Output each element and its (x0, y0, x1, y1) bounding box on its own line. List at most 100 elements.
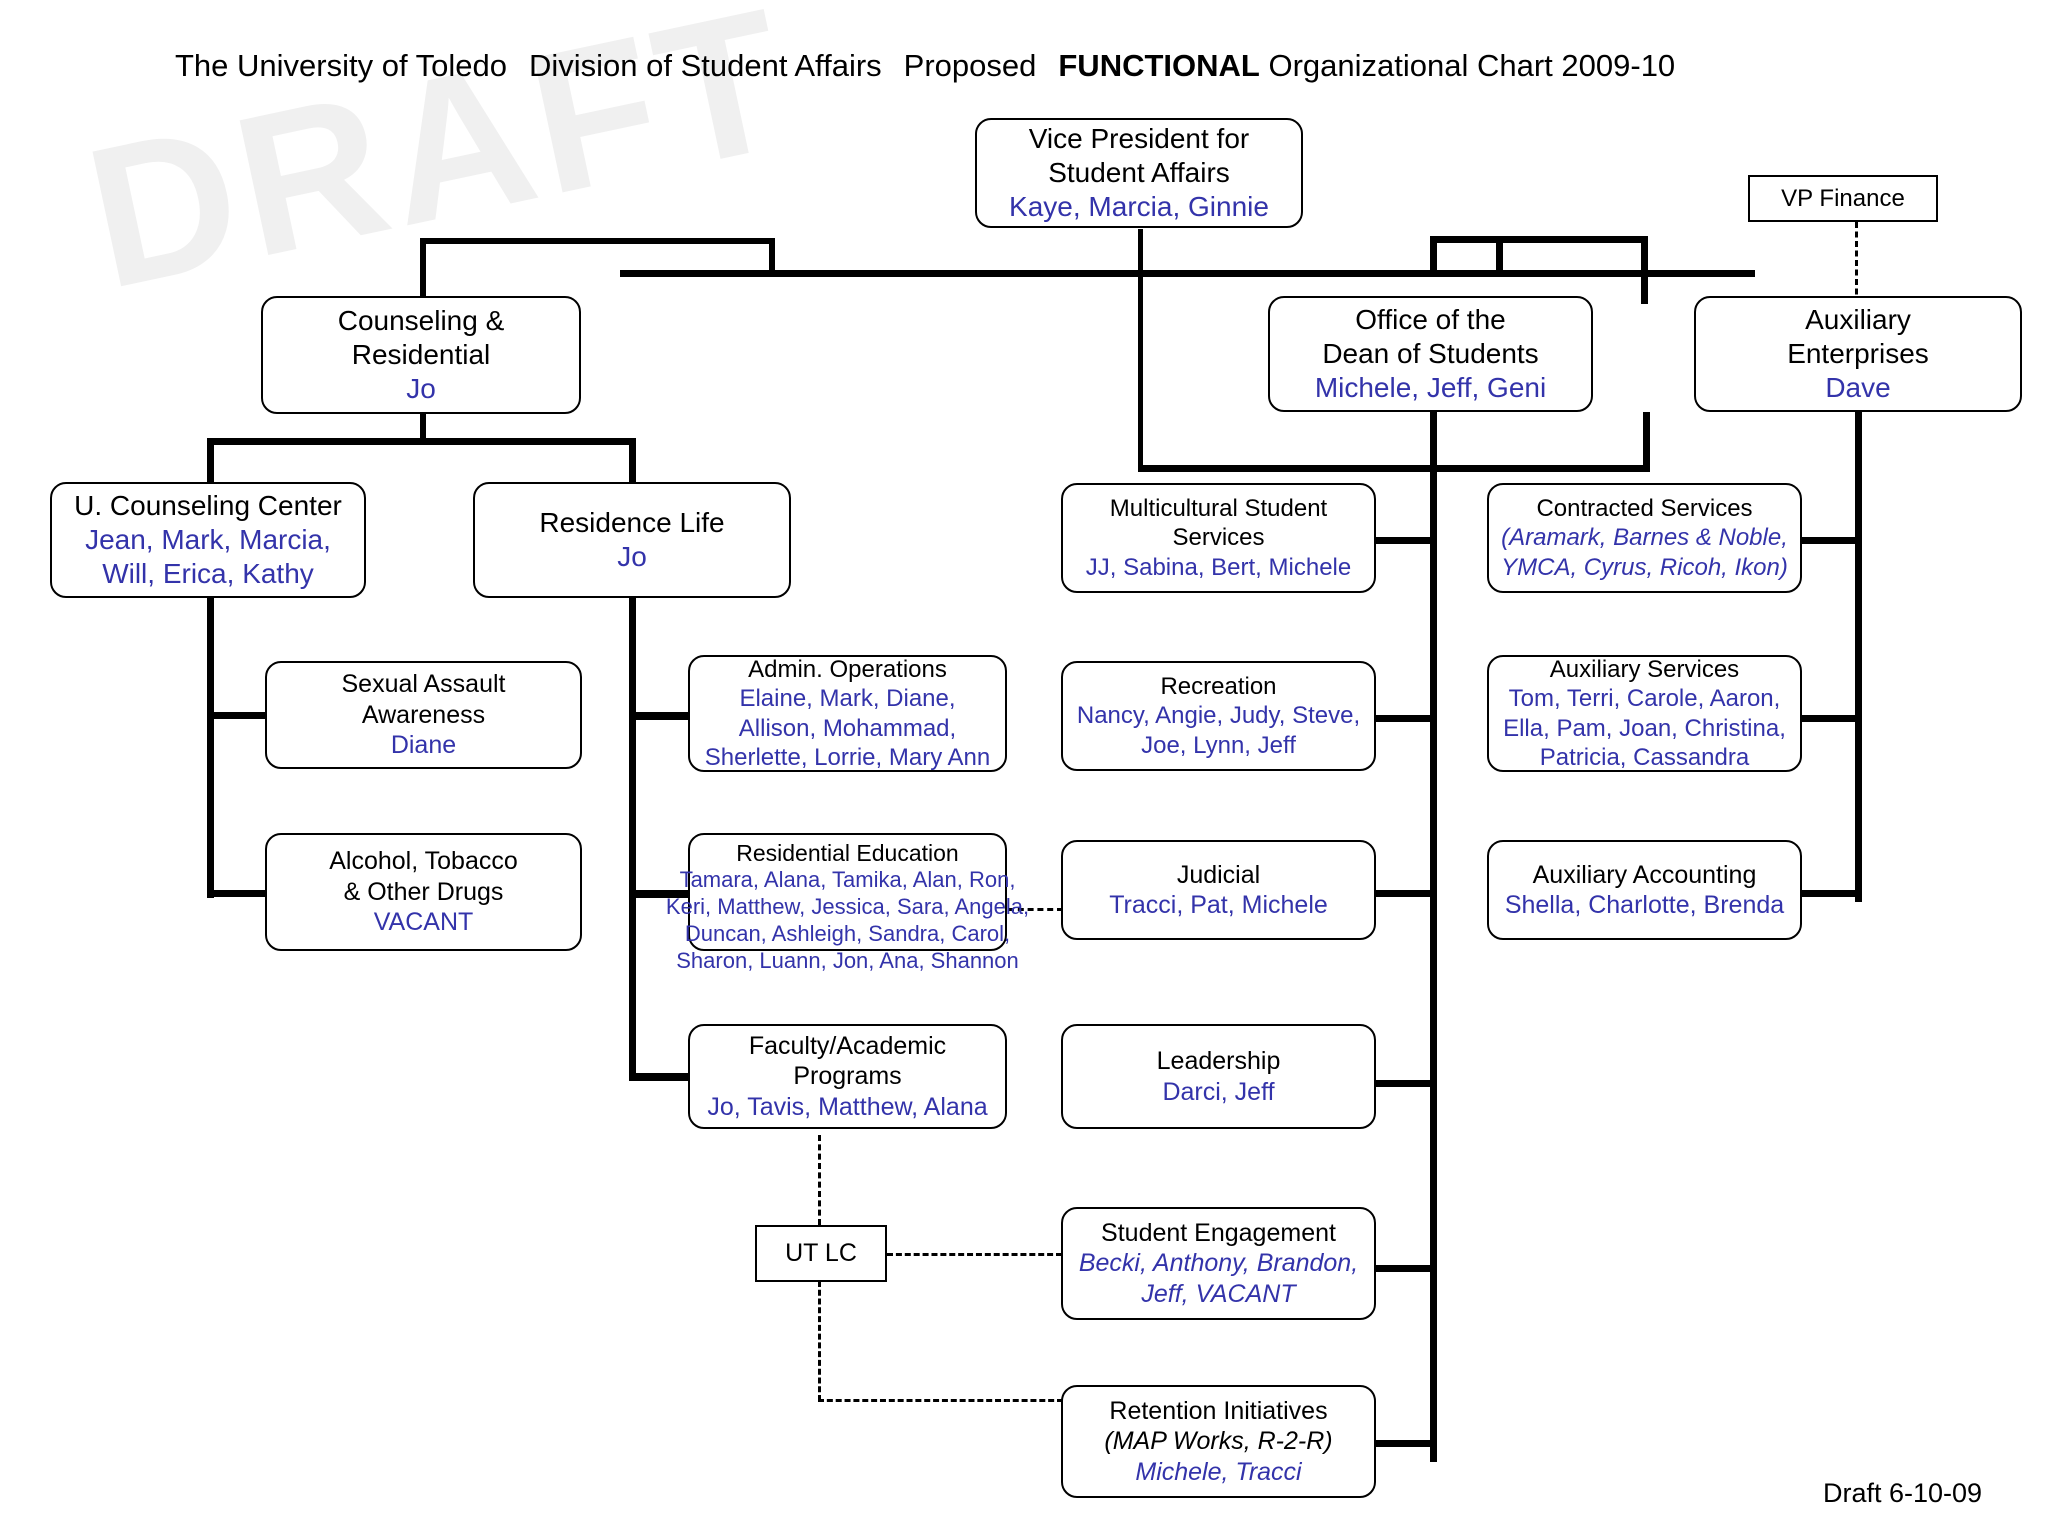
node-judicial[interactable]: Judicial Tracci, Pat, Michele (1061, 840, 1376, 940)
node-auxiliary-accounting[interactable]: Auxiliary Accounting Shella, Charlotte, … (1487, 840, 1802, 940)
node-people-line1: Tom, Terri, Carole, Aaron, (1508, 685, 1781, 713)
node-title-line2: Enterprises (1787, 337, 1929, 369)
node-title-line1: Admin. Operations (748, 655, 947, 683)
node-title-line2: Services (1172, 524, 1265, 552)
node-people: VACANT (373, 908, 474, 937)
connector-right-top-horizontal (1430, 236, 1648, 243)
connector-dean-to-engagement (1375, 1265, 1432, 1272)
node-leadership[interactable]: Leadership Darci, Jeff (1061, 1024, 1376, 1129)
node-title-line1: Multicultural Student (1109, 495, 1328, 523)
node-title-line1: U. Counseling Center (74, 489, 342, 521)
node-title-line1: Residential Education (736, 840, 959, 866)
node-retention-initiatives[interactable]: Retention Initiatives (MAP Works, R-2-R)… (1061, 1385, 1376, 1498)
node-multicultural-student-services[interactable]: Multicultural Student Services JJ, Sabin… (1061, 483, 1376, 593)
title-part-chart: Organizational Chart 2009-10 (1268, 48, 1676, 83)
connector-resed-to-judicial-dashed (1008, 908, 1063, 911)
node-title-line2: Dean of Students (1322, 337, 1539, 369)
node-ut-lc[interactable]: UT LC (755, 1225, 887, 1282)
node-residential-education[interactable]: Residential Education Tamara, Alana, Tam… (666, 833, 1029, 973)
node-u-counseling-center[interactable]: U. Counseling Center Jean, Mark, Marcia,… (50, 482, 366, 598)
node-title-line1: Judicial (1176, 860, 1261, 889)
node-people: Michele, Tracci (1135, 1457, 1302, 1486)
node-office-of-dean-of-students[interactable]: Office of the Dean of Students Michele, … (1268, 296, 1593, 412)
connector-main-bus (620, 270, 1755, 277)
connector-utlc-down-dashed (818, 1281, 821, 1401)
connector-rl-down (629, 598, 636, 1080)
node-title-line1: Vice President for (1028, 122, 1250, 154)
node-title-line1: Leadership (1156, 1047, 1281, 1075)
node-admin-operations[interactable]: Admin. Operations Elaine, Mark, Diane, A… (688, 655, 1007, 772)
node-people-line1: Jean, Mark, Marcia, (85, 523, 331, 555)
node-title-line1: VP Finance (1781, 184, 1905, 212)
node-student-engagement[interactable]: Student Engagement Becki, Anthony, Brand… (1061, 1207, 1376, 1320)
node-people-line2: Keri, Matthew, Jessica, Sara, Angela, (665, 893, 1030, 919)
connector-counseling-child-bus (207, 438, 635, 445)
node-title-line1: Residence Life (539, 506, 725, 538)
node-people: Michele, Jeff, Geni (1314, 372, 1547, 404)
node-auxiliary-enterprises[interactable]: Auxiliary Enterprises Dave (1694, 296, 2022, 412)
connector-counseling-child-down (420, 414, 426, 442)
connector-dean-down (1430, 412, 1437, 1462)
node-alcohol-tobacco-other-drugs[interactable]: Alcohol, Tobacco & Other Drugs VACANT (265, 833, 582, 951)
node-recreation[interactable]: Recreation Nancy, Angie, Judy, Steve, Jo… (1061, 661, 1376, 771)
node-people-line3: Duncan, Ashleigh, Sandra, Carol, (684, 920, 1011, 946)
node-people-line2: Will, Erica, Kathy (102, 558, 314, 590)
node-people-line4: Sharon, Luann, Jon, Ana, Shannon (676, 947, 1019, 973)
connector-dean-bracket-bottom (1138, 465, 1650, 472)
node-sexual-assault-awareness[interactable]: Sexual Assault Awareness Diane (265, 661, 582, 769)
connector-dean-bracket-right (1643, 412, 1650, 472)
node-people-line1: Nancy, Angie, Judy, Steve, (1076, 702, 1361, 730)
node-title-line2: (MAP Works, R-2-R) (1104, 1427, 1333, 1456)
connector-ucc-down (207, 598, 214, 898)
node-title-line2: & Other Drugs (343, 877, 504, 906)
node-title-line1: Auxiliary Services (1549, 655, 1740, 683)
connector-rl-to-admin (629, 712, 689, 720)
connector-dean-to-recreation (1375, 715, 1432, 722)
node-people: Jo (617, 541, 647, 572)
connector-vp-down (1138, 229, 1143, 472)
node-people-line2: Allison, Mohammad, (738, 714, 957, 742)
node-people: Dave (1825, 372, 1891, 404)
node-people-line1: Elaine, Mark, Diane, (739, 685, 956, 713)
connector-dean-to-leadership (1375, 1080, 1432, 1087)
node-people-line3: Patricia, Cassandra (1539, 743, 1750, 771)
node-people-line3: Sherlette, Lorrie, Mary Ann (704, 743, 991, 771)
node-people: Shella, Charlotte, Brenda (1504, 891, 1785, 919)
connector-vpfinance-dashed (1855, 222, 1858, 304)
node-title-line1: Recreation (1160, 673, 1277, 701)
node-contracted-services[interactable]: Contracted Services (Aramark, Barnes & N… (1487, 483, 1802, 593)
connector-counseling-drop (420, 238, 426, 296)
connector-dean-to-judicial (1375, 890, 1432, 897)
node-counseling-and-residential[interactable]: Counseling & Residential Jo (261, 296, 581, 414)
node-people-line2: Ella, Pam, Joan, Christina, (1503, 714, 1786, 742)
node-residence-life[interactable]: Residence Life Jo (473, 482, 791, 598)
title-part-division: Division of Student Affairs (528, 48, 882, 83)
connector-aux-to-accounting (1802, 890, 1862, 897)
connector-faculty-to-utlc-dashed (818, 1135, 821, 1225)
connector-utlc-to-engagement-dashed (887, 1253, 1062, 1256)
title-part-proposed: Proposed (903, 48, 1037, 83)
node-auxiliary-services[interactable]: Auxiliary Services Tom, Terri, Carole, A… (1487, 655, 1802, 772)
connector-upper-left-horizontal (420, 238, 775, 244)
node-faculty-academic-programs[interactable]: Faculty/Academic Programs Jo, Tavis, Mat… (688, 1024, 1007, 1129)
node-title-line1: Sexual Assault (341, 670, 506, 699)
connector-residence-life-drop (629, 438, 636, 483)
node-title-line1: Retention Initiatives (1109, 1396, 1328, 1425)
connector-ucc-to-sexual-assault (207, 712, 267, 719)
node-vp-finance[interactable]: VP Finance (1748, 175, 1938, 222)
connector-ucc-to-alcohol (207, 890, 267, 897)
node-title-line2: Student Affairs (1048, 156, 1230, 188)
node-title-line1: Contracted Services (1536, 495, 1753, 523)
connector-rl-to-resed (629, 890, 689, 898)
node-title-line1: Office of the (1355, 303, 1506, 335)
node-people: Tracci, Pat, Michele (1109, 891, 1328, 919)
node-vice-president-student-affairs[interactable]: Vice President for Student Affairs Kaye,… (975, 118, 1303, 228)
node-people: Diane (390, 731, 457, 760)
node-people-line1: Tamara, Alana, Tamika, Alan, Ron, (679, 867, 1016, 893)
node-title-line1: UT LC (785, 1239, 857, 1268)
connector-dean-to-multicultural (1375, 537, 1432, 544)
node-title-line1: Student Engagement (1101, 1218, 1336, 1247)
node-people: Jo, Tavis, Matthew, Alana (707, 1092, 988, 1121)
